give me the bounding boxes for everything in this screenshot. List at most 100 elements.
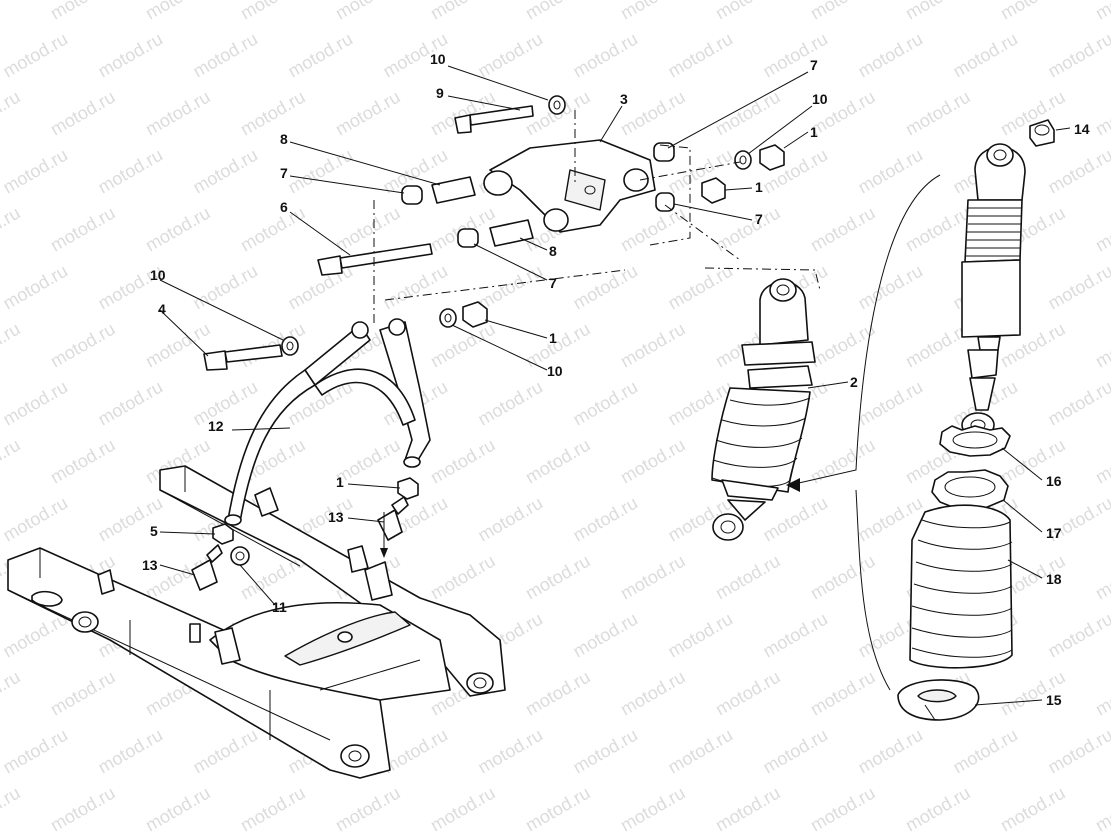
watermark-text: motod.ru — [427, 435, 499, 488]
watermark-text: motod.ru — [332, 87, 404, 140]
watermark-text: motod.ru — [427, 319, 499, 372]
callout-1: 1 — [810, 124, 818, 140]
watermark-text: motod.ru — [332, 203, 404, 256]
callout-16: 16 — [1046, 473, 1062, 489]
watermark-text: motod.ru — [332, 783, 404, 833]
leader-lines — [159, 65, 1071, 706]
watermark-text: motod.ru — [190, 725, 262, 778]
watermark-text: motod.ru — [1092, 0, 1111, 23]
callout-12: 12 — [208, 418, 224, 434]
watermark-text: motod.ru — [950, 29, 1022, 82]
watermark-text: motod.ru — [570, 261, 642, 314]
watermark-text: motod.ru — [475, 725, 547, 778]
watermark-text: motod.ru — [902, 0, 974, 23]
callout-7: 7 — [810, 57, 818, 73]
watermark-text: motod.ru — [237, 0, 309, 23]
watermark-text: motod.ru — [427, 0, 499, 23]
watermark-text: motod.ru — [570, 609, 642, 662]
callout-1: 1 — [755, 179, 763, 195]
callout-15: 15 — [1046, 692, 1062, 708]
watermark-text: motod.ru — [285, 29, 357, 82]
watermark-text: motod.ru — [237, 783, 309, 833]
watermark-text: motod.ru — [95, 377, 167, 430]
watermark-text: motod.ru — [0, 261, 71, 314]
watermark-text: motod.ru — [617, 551, 689, 604]
watermark-text: motod.ru — [522, 435, 594, 488]
callout-10: 10 — [430, 51, 446, 67]
watermark-text: motod.ru — [1045, 377, 1111, 430]
callout-14: 14 — [1074, 121, 1090, 137]
callout-10: 10 — [150, 267, 166, 283]
watermark-text: motod.ru — [1092, 203, 1111, 256]
watermark-text: motod.ru — [1092, 551, 1111, 604]
watermark-text: motod.ru — [1045, 29, 1111, 82]
watermark-text: motod.ru — [1092, 87, 1111, 140]
watermark-text: motod.ru — [237, 203, 309, 256]
watermark-text: motod.ru — [0, 493, 71, 546]
watermark-text: motod.ru — [855, 725, 927, 778]
watermark-text: motod.ru — [142, 203, 214, 256]
swingarm — [7, 465, 506, 779]
callout-9: 9 — [436, 85, 444, 101]
watermark-text: motod.ru — [0, 0, 24, 23]
watermark-text: motod.ru — [855, 261, 927, 314]
watermark-text: motod.ru — [475, 493, 547, 546]
watermark-text: motod.ru — [142, 0, 214, 23]
watermark-text: motod.ru — [142, 783, 214, 833]
watermark-text: motod.ru — [475, 29, 547, 82]
watermark-text: motod.ru — [570, 377, 642, 430]
watermark-text: motod.ru — [0, 145, 71, 198]
watermark-text: motod.ru — [522, 551, 594, 604]
watermark-text: motod.ru — [617, 0, 689, 23]
watermark-text: motod.ru — [47, 87, 119, 140]
watermark-text: motod.ru — [475, 377, 547, 430]
callout-13: 13 — [328, 509, 344, 525]
callout-17: 17 — [1046, 525, 1062, 541]
watermark-text: motod.ru — [47, 435, 119, 488]
watermark-text: motod.ru — [950, 725, 1022, 778]
watermark-text: motod.ru — [807, 203, 879, 256]
callout-8: 8 — [280, 131, 288, 147]
shock-absorber-assembled — [711, 278, 816, 541]
watermark-text: motod.ru — [807, 435, 879, 488]
watermark-text: motod.ru — [617, 667, 689, 720]
watermark-text: motod.ru — [807, 667, 879, 720]
watermark-text: motod.ru — [47, 0, 119, 23]
watermark-text: motod.ru — [760, 609, 832, 662]
watermark-text: motod.ru — [760, 29, 832, 82]
watermark-text: motod.ru — [712, 0, 784, 23]
watermark-text: motod.ru — [1045, 725, 1111, 778]
watermark-text: motod.ru — [522, 667, 594, 720]
callout-1: 1 — [336, 474, 344, 490]
watermark-text: motod.ru — [190, 145, 262, 198]
watermark-text: motod.ru — [712, 87, 784, 140]
callout-10: 10 — [547, 363, 563, 379]
watermark-text: motod.ru — [902, 203, 974, 256]
watermark-text: motod.ru — [1092, 319, 1111, 372]
watermark-text: motod.ru — [522, 0, 594, 23]
callout-10: 10 — [812, 91, 828, 107]
rocker-arm — [483, 139, 656, 233]
callout-1: 1 — [549, 330, 557, 346]
watermark-text: motod.ru — [570, 29, 642, 82]
callout-7: 7 — [755, 211, 763, 227]
callout-5: 5 — [150, 523, 158, 539]
watermark-text: motod.ru — [1092, 667, 1111, 720]
watermark-text: motod.ru — [285, 145, 357, 198]
watermark-text: motod.ru — [522, 783, 594, 833]
watermark-text: motod.ru — [570, 493, 642, 546]
watermark-text: motod.ru — [0, 203, 24, 256]
watermark-text: motod.ru — [712, 551, 784, 604]
watermark-text: motod.ru — [332, 0, 404, 23]
watermark-text: motod.ru — [47, 667, 119, 720]
shock-absorber-exploded — [897, 143, 1026, 721]
watermark-text: motod.ru — [1045, 261, 1111, 314]
callout-7: 7 — [280, 165, 288, 181]
watermark-text: motod.ru — [617, 783, 689, 833]
watermark-text: motod.ru — [665, 725, 737, 778]
callout-8: 8 — [549, 243, 557, 259]
watermark-text: motod.ru — [95, 145, 167, 198]
watermark-text: motod.ru — [142, 87, 214, 140]
callout-18: 18 — [1046, 571, 1062, 587]
watermark-text: motod.ru — [1045, 145, 1111, 198]
